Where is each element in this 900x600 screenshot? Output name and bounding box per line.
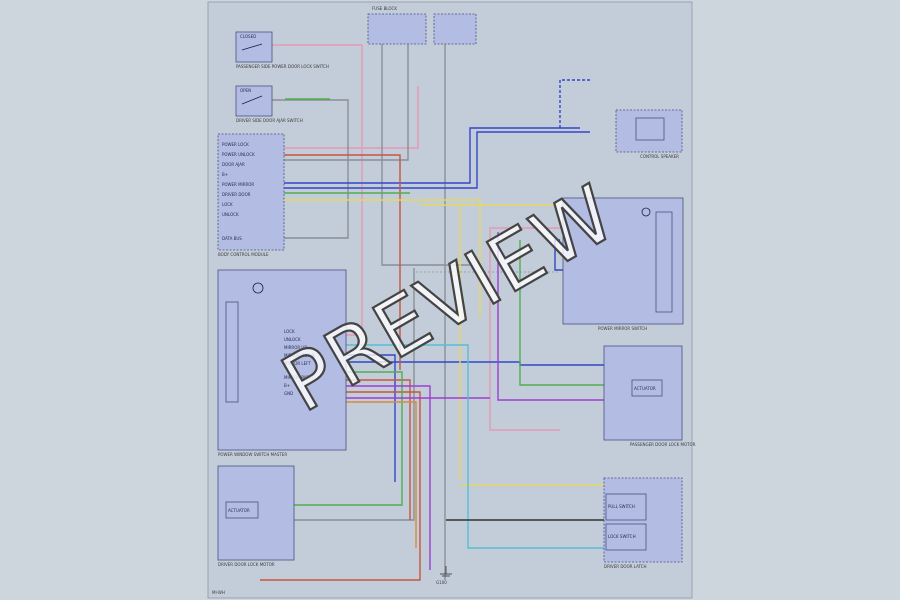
switch-1-state: CLOSED	[240, 34, 256, 39]
wire-blue-dashed	[559, 79, 590, 128]
pwsm-pin-3: MIRROR DOWN	[284, 353, 315, 358]
fuse-block-title: FUSE BLOCK	[372, 6, 397, 11]
mirror-box	[562, 197, 684, 325]
wire-orange	[340, 401, 417, 548]
pwsm-pin-2: MIRROR UP	[284, 345, 307, 350]
pwsm-pin-1: UNLOCK	[284, 337, 301, 342]
bcm-pin-6: LOCK	[222, 202, 233, 207]
bcm-pin-8: DATA BUS	[222, 236, 242, 241]
bcm-pin-7: UNLOCK	[222, 212, 239, 217]
wire-pink	[284, 86, 419, 149]
pwsm-pin-4: MIRROR LEFT	[284, 361, 311, 366]
wire-red	[284, 154, 401, 370]
motor-l-box	[217, 465, 295, 561]
wire-red	[260, 391, 421, 581]
switch-1-title: PASSENGER SIDE POWER DOOR LOCK SWITCH	[236, 64, 329, 69]
motor-r-part: ACTUATOR	[634, 386, 656, 391]
modules: CLOSED PASSENGER SIDE POWER DOOR LOCK SW…	[212, 6, 696, 595]
latch-part-1: LOCK SWITCH	[608, 534, 636, 539]
pwsm-pin-0: LOCK	[284, 329, 295, 334]
footer-code: MI-WH	[212, 590, 225, 595]
wire-green	[519, 240, 605, 386]
motor-r-box	[603, 345, 683, 441]
bcm-box	[217, 133, 285, 251]
switch-2-title: DRIVER SIDE DOOR AJAR SWITCH	[236, 118, 303, 123]
pwsm-title: POWER WINDOW SWITCH MASTER	[218, 452, 287, 457]
wire-pink	[489, 227, 575, 431]
ground-icon	[440, 566, 452, 577]
bcm-pin-1: POWER UNLOCK	[222, 152, 255, 157]
wire-blue	[284, 127, 580, 184]
wire-blue	[340, 354, 396, 482]
switch-2-box	[235, 85, 273, 117]
pwsm-box	[217, 269, 347, 451]
wire-cyan	[340, 344, 605, 549]
speaker-box	[615, 109, 683, 153]
wire-gray	[270, 99, 349, 239]
motor-r-title: PASSENGER DOOR LOCK MOTOR	[630, 442, 696, 447]
wire-blue	[284, 131, 590, 189]
switch-1-box	[235, 31, 273, 63]
speaker-title: CONTROL SPEAKER	[640, 154, 679, 159]
bcm-pin-2: DOOR AJAR	[222, 162, 245, 167]
bcm-pin-5: DRIVER DOOR	[222, 192, 251, 197]
pwsm-pin-5: MIRROR RIGHT	[284, 375, 314, 380]
pwsm-pin-7: GND	[284, 391, 293, 396]
bcm-pin-3: B+	[222, 172, 228, 177]
wire-gray	[284, 268, 415, 521]
motor-l-part: ACTUATOR	[228, 508, 250, 513]
wire-red	[340, 379, 411, 520]
ground-title: G100	[436, 580, 447, 585]
mirror-title: POWER MIRROR SWITCH	[598, 326, 647, 331]
wire-gray	[284, 44, 409, 161]
wire-purple	[340, 385, 431, 570]
wire-purple	[497, 232, 605, 401]
motor-l-title: DRIVER DOOR LOCK MOTOR	[218, 562, 275, 567]
bcm-pin-4: POWER MIRROR	[222, 182, 254, 187]
bcm-pin-0: POWER LOCK	[222, 142, 249, 147]
wire-gray	[381, 44, 470, 266]
fuse-block	[367, 13, 427, 45]
wire-yellow	[284, 199, 481, 318]
switch-2-state: OPEN	[240, 88, 251, 93]
latch-title: DRIVER DOOR LATCH	[604, 564, 647, 569]
latch-part-0: PULL SWITCH	[608, 504, 635, 509]
bcm-title: BODY CONTROL MODULE	[218, 252, 269, 257]
pwsm-pin-6: B+	[284, 383, 290, 388]
wire-green	[284, 371, 403, 506]
